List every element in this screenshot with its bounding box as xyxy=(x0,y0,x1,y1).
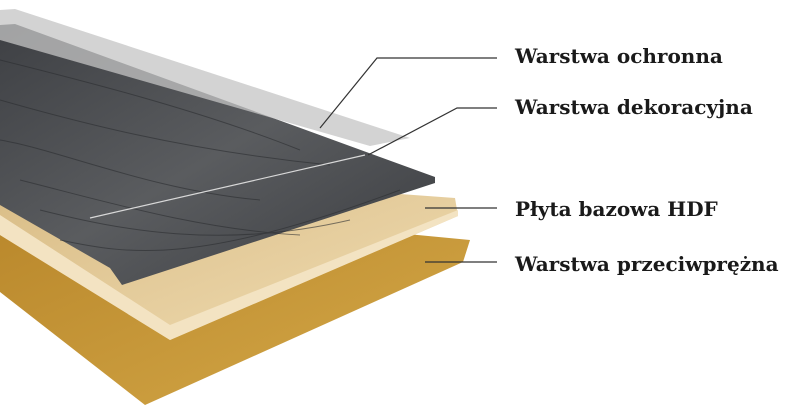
protective-layer xyxy=(0,9,410,146)
leader-line-decorative xyxy=(367,107,497,156)
leader-lines xyxy=(319,57,497,263)
label-decorative-layer: Warstwa dekoracyjna xyxy=(515,95,753,119)
label-protective-layer: Warstwa ochronna xyxy=(515,44,723,68)
protective-layer-edge xyxy=(89,154,366,219)
label-balancing-layer: Warstwa przeciwprężna xyxy=(515,252,779,276)
hdf-board-edge xyxy=(0,210,458,340)
decorative-layer xyxy=(0,24,435,285)
leader-line-protective xyxy=(319,57,497,129)
wood-grain xyxy=(0,59,401,252)
label-hdf-board: Płyta bazowa HDF xyxy=(515,197,718,221)
